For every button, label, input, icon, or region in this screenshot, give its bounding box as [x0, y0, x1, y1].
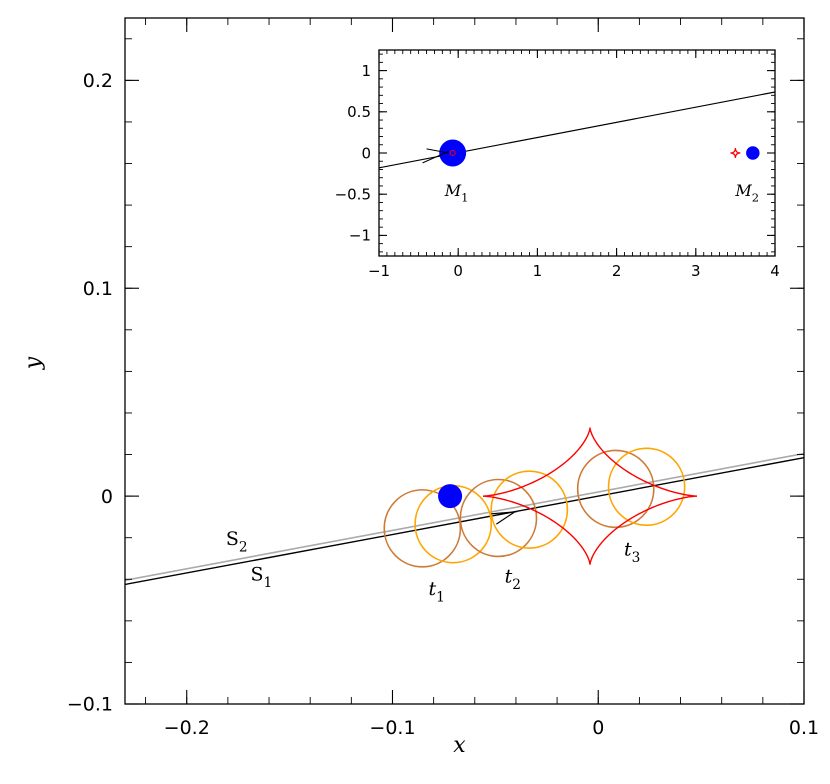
inset-y-tick-label: 0: [361, 144, 371, 162]
label-m2-sub: 2: [752, 190, 759, 204]
inset-y-tick-label: 1: [361, 62, 371, 80]
label-s2-sub: 2: [239, 540, 248, 556]
main-y-tick-label: 0.2: [83, 70, 113, 92]
label-m2: M2: [734, 181, 759, 205]
label-t2: t2: [505, 565, 521, 593]
label-s1: S1: [251, 563, 273, 591]
caustic-curve: [483, 427, 698, 565]
inset-direction-arrow: [422, 150, 449, 164]
inset-y-tick-label: −0.5: [335, 185, 371, 203]
label-s1-sub: 1: [264, 575, 273, 591]
mass-1: [439, 139, 467, 167]
source-circle: [490, 470, 569, 549]
inset-background: [379, 50, 775, 256]
y-axis-title: y: [21, 356, 46, 370]
label-s2: S2: [226, 528, 248, 556]
lens-point: [438, 484, 463, 509]
label-t2-text: t: [505, 565, 513, 587]
label-t1-text: t: [428, 578, 436, 600]
inset-caustic-1: [449, 150, 456, 156]
source-circle: [607, 447, 686, 527]
label-s2-text: S: [226, 528, 239, 550]
label-s1-text: S: [251, 563, 264, 585]
source-circle: [459, 478, 538, 558]
label-t2-sub: 2: [512, 577, 521, 593]
inset-y-tick-label: 0.5: [347, 103, 371, 121]
inset-x-tick-label: 1: [533, 262, 543, 280]
source-circle: [576, 449, 655, 529]
label-m1: M1: [444, 181, 469, 205]
trajectory-s1: [125, 456, 804, 586]
inset-x-tick-label: −1: [368, 262, 390, 280]
inset-y-tick-label: −1: [349, 227, 371, 245]
inset-x-tick-label: 4: [770, 262, 780, 280]
label-m1-text: M: [444, 181, 462, 200]
main-frame: [124, 17, 805, 705]
main-y-tick-label: 0.1: [83, 278, 113, 300]
x-axis-title: x: [453, 733, 466, 758]
main-plot-area: [125, 427, 804, 586]
main-y-tick-label: −0.1: [67, 694, 113, 716]
label-t3-sub: 3: [632, 550, 641, 566]
main-x-tick-label: 0.1: [789, 717, 819, 739]
direction-arrow: [496, 511, 516, 525]
label-m1-sub: 1: [461, 190, 468, 204]
trajectory-s2: [125, 452, 804, 582]
label-t3-text: t: [624, 538, 632, 560]
label-m2-text: M: [734, 181, 752, 200]
direction-arrow: [491, 511, 518, 515]
inset-x-tick-label: 2: [612, 262, 622, 280]
inset-x-tick-label: 3: [691, 262, 701, 280]
main-y-tick-label: 0: [101, 486, 113, 508]
inset-caustic-2: [730, 147, 741, 159]
main-x-tick-label: −0.2: [164, 717, 210, 739]
main-x-tick-label: −0.1: [369, 717, 415, 739]
inset-direction-arrow: [426, 148, 449, 154]
inset-x-tick-label: 0: [453, 262, 463, 280]
main-x-tick-label: 0: [592, 717, 604, 739]
label-t1: t1: [428, 578, 444, 606]
inset-plot-area: [379, 91, 775, 169]
mass-2: [746, 146, 760, 160]
label-t1-sub: 1: [436, 590, 445, 606]
label-t3: t3: [624, 538, 640, 566]
source-circle: [383, 489, 462, 568]
